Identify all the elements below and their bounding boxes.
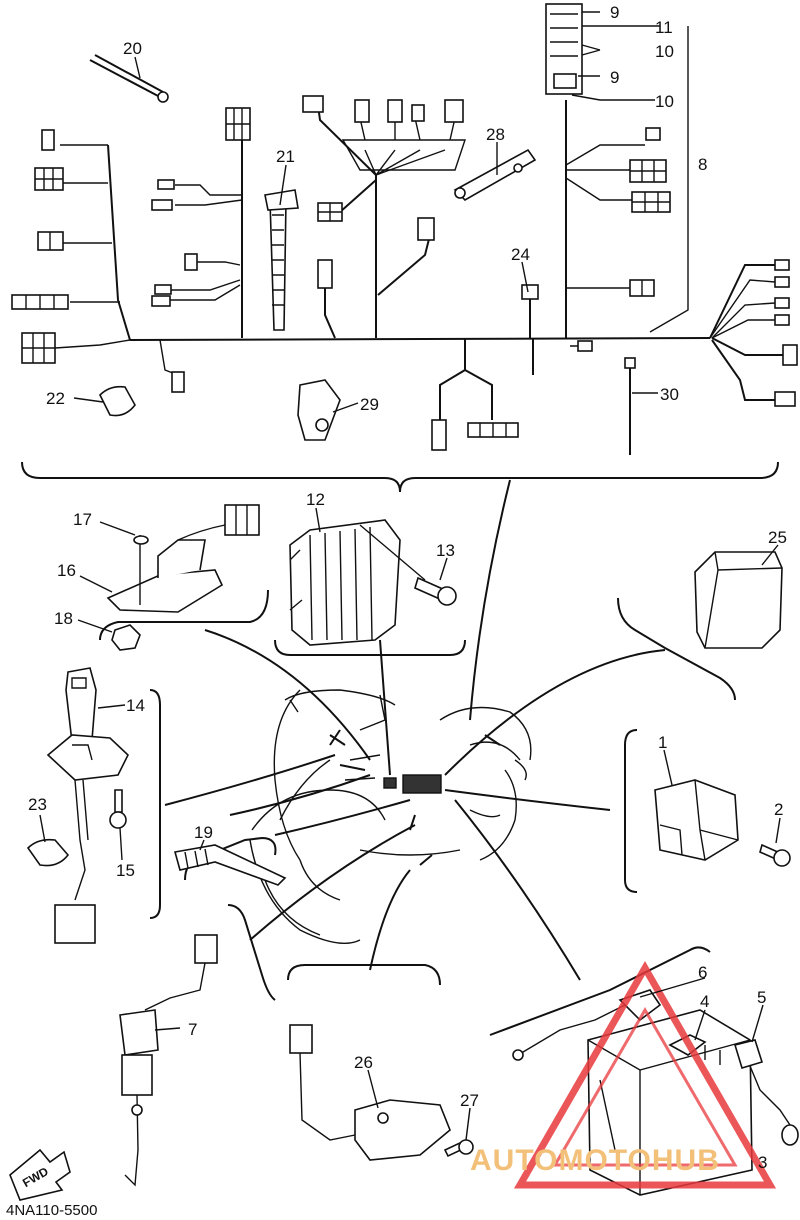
callout-22: 22	[46, 389, 65, 408]
callout-9-bottom: 9	[610, 68, 619, 87]
callout-19: 19	[194, 823, 213, 842]
relay-25	[694, 551, 783, 649]
clamp-23	[26, 838, 70, 867]
main-switch-14	[46, 667, 129, 944]
callout-30: 30	[660, 385, 679, 404]
callout-2: 2	[774, 800, 783, 819]
callout-12: 12	[306, 490, 325, 509]
battery-3	[587, 1009, 753, 1196]
callout-8: 8	[698, 155, 707, 174]
leader-lines	[164, 479, 666, 981]
rectifier-regulator	[289, 519, 426, 646]
cap-5	[733, 1039, 799, 1146]
callout-leaders	[39, 56, 781, 1141]
forward-arrow-icon: FWD	[9, 1148, 71, 1201]
harness-connectors	[11, 3, 798, 451]
callout-labels: 20 9 11 10 9 10 21 28 8 24 22 29 30 17 1…	[28, 3, 787, 1172]
bolt-15	[109, 789, 127, 829]
callout-5: 5	[757, 988, 766, 1007]
callout-29: 29	[360, 395, 379, 414]
callout-10-bottom: 10	[655, 92, 674, 111]
callout-7: 7	[188, 1020, 197, 1039]
callout-25: 25	[768, 528, 787, 547]
harness-group-bracket	[21, 461, 779, 493]
group-brackets	[99, 589, 736, 1036]
callout-3: 3	[758, 1153, 767, 1172]
starter-relay-1	[654, 779, 739, 861]
sensor-7	[119, 934, 218, 1187]
callout-13: 13	[436, 541, 455, 560]
callout-15: 15	[116, 861, 135, 880]
callout-17: 17	[73, 510, 92, 529]
callout-21: 21	[276, 147, 295, 166]
bolt-2	[759, 843, 791, 867]
callout-6: 6	[698, 963, 707, 982]
callout-10-top: 10	[655, 42, 674, 61]
screw-27	[443, 1139, 474, 1158]
callout-4: 4	[700, 992, 709, 1011]
callout-26: 26	[354, 1053, 373, 1072]
sensor-assembly	[106, 504, 260, 613]
watermark-logo: AUTOMOTOHUB	[470, 960, 777, 1189]
callout-16: 16	[57, 561, 76, 580]
bolt-13	[414, 576, 457, 606]
callout-24: 24	[511, 245, 530, 264]
callout-11: 11	[655, 18, 673, 37]
callout-27: 27	[460, 1091, 479, 1110]
callout-14: 14	[126, 696, 145, 715]
reference-code: 4NA110-5500	[6, 1202, 97, 1219]
nut-18	[111, 624, 141, 651]
watermark-text: AUTOMOTOHUB	[470, 1144, 720, 1177]
callout-9-top: 9	[610, 3, 619, 22]
callout-23: 23	[28, 795, 47, 814]
wire-band-19	[173, 844, 287, 886]
component-26	[289, 1024, 451, 1161]
callout-18: 18	[54, 609, 73, 628]
callout-20: 20	[123, 39, 142, 58]
callout-28: 28	[486, 125, 505, 144]
callout-1: 1	[658, 733, 667, 752]
